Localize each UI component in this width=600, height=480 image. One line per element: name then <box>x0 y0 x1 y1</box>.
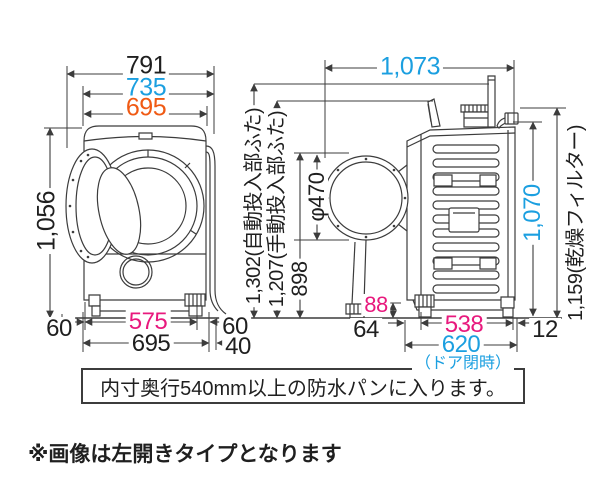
dim-front-hose-protrusion: 40 <box>222 335 254 359</box>
dim-height-filter: 1,159(乾燥フィルター) <box>565 125 587 321</box>
waterproof-pan-note: 内寸奥行540mm以上の防水パンに入ります。 <box>100 377 506 400</box>
dim-height-door-top: 898 <box>287 258 312 300</box>
dim-height-body: 1,070 <box>519 181 546 245</box>
dim-depth-door-open: 1,073 <box>376 54 444 80</box>
dim-side-rear-margin: 12 <box>529 318 561 342</box>
door-type-note: ※画像は左開きタイプとなります <box>28 443 342 466</box>
dim-front-margin-right: 60 <box>219 315 251 339</box>
side-view-drawing <box>324 76 518 318</box>
dim-front-margin-left: 60 <box>43 317 75 341</box>
front-view-drawing <box>66 126 226 316</box>
dim-side-depth-closed: 620 <box>438 333 484 357</box>
dim-side-front-margin: 64 <box>350 318 382 342</box>
dim-side-depth-closed-note: （ドア閉時） <box>411 356 515 372</box>
dim-height-auto-lid: 1,302(自動投入部ふた) <box>243 104 265 308</box>
dim-door-diameter: φ470 <box>304 169 329 225</box>
dim-side-base-height: 88 <box>361 294 391 316</box>
dim-width-opening: 695 <box>122 95 170 121</box>
waterproof-pan-note-box: 内寸奥行540mm以上の防水パンに入ります。 <box>81 368 525 404</box>
dim-height-total: 1,056 <box>33 187 61 255</box>
dim-front-base-width: 695 <box>128 332 174 356</box>
dim-height-manual-lid: 1,207(手動投入部ふた) <box>266 107 288 311</box>
